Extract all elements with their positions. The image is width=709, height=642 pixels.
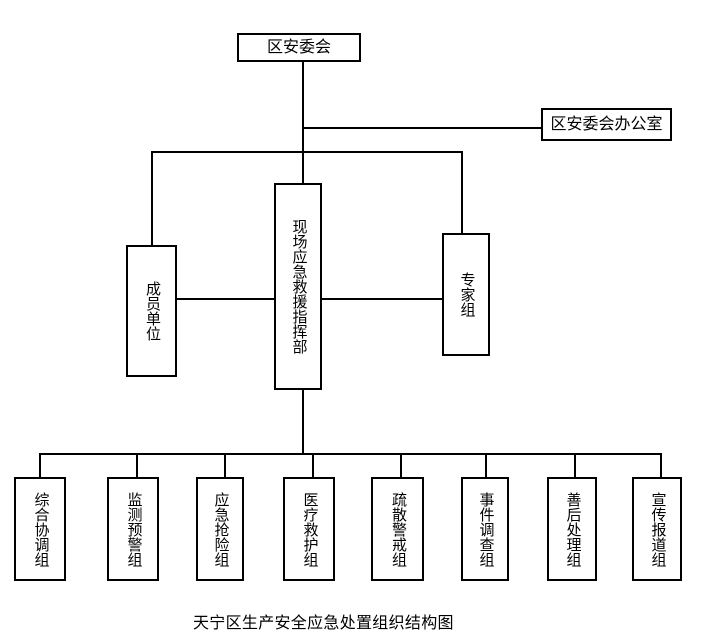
node-label: 专家组 bbox=[458, 272, 475, 317]
node-group-coordination: 综合协调组 bbox=[14, 477, 66, 581]
connector-group-stub bbox=[312, 453, 314, 478]
node-member-units: 成员单位 bbox=[126, 245, 177, 377]
node-district-safety-committee: 区安委会 bbox=[237, 33, 361, 62]
node-label: 应急抢险组 bbox=[212, 491, 229, 567]
node-label: 现场应急救援指挥部 bbox=[290, 219, 307, 354]
node-label: 宣传报道组 bbox=[649, 491, 666, 567]
node-label: 监测预警组 bbox=[125, 491, 142, 567]
node-label: 善后处理组 bbox=[564, 491, 581, 567]
connector-root-to-command bbox=[302, 61, 304, 183]
node-group-medical-aid: 医疗救护组 bbox=[283, 477, 335, 581]
node-group-aftermath-handling: 善后处理组 bbox=[547, 477, 597, 581]
node-label: 区安委会办公室 bbox=[550, 115, 663, 133]
node-committee-office: 区安委会办公室 bbox=[541, 108, 672, 141]
connector-group-stub bbox=[574, 453, 576, 478]
node-group-monitoring-warning: 监测预警组 bbox=[107, 477, 159, 581]
connector-members-to-command bbox=[176, 298, 275, 300]
connector-experts-stub bbox=[461, 151, 463, 234]
connector-members-stub bbox=[151, 151, 153, 246]
node-expert-group: 专家组 bbox=[442, 233, 490, 356]
connector-group-stub bbox=[485, 453, 487, 478]
node-group-evacuation-security: 疏散警戒组 bbox=[371, 477, 424, 581]
connector-group-stub bbox=[39, 453, 41, 478]
connector-group-stub bbox=[224, 453, 226, 478]
connector-group-stub bbox=[660, 453, 662, 478]
connector-group-stub bbox=[136, 453, 138, 478]
node-group-emergency-rescue: 应急抢险组 bbox=[196, 477, 244, 581]
node-label: 综合协调组 bbox=[32, 491, 49, 567]
node-label: 区安委会 bbox=[266, 38, 331, 56]
chart-caption: 天宁区生产安全应急处置组织结构图 bbox=[193, 615, 454, 632]
node-label: 成员单位 bbox=[144, 281, 160, 341]
connector-to-office bbox=[303, 127, 542, 129]
node-group-incident-investigation: 事件调查组 bbox=[461, 477, 509, 581]
node-label: 事件调查组 bbox=[477, 491, 494, 567]
connector-group-stub bbox=[400, 453, 402, 478]
node-group-publicity-reporting: 宣传报道组 bbox=[632, 477, 682, 581]
connector-crossbar bbox=[151, 151, 463, 153]
connector-groups-bus bbox=[39, 453, 662, 455]
node-label: 疏散警戒组 bbox=[390, 491, 406, 567]
connector-command-to-groups bbox=[302, 389, 304, 455]
node-onsite-rescue-command: 现场应急救援指挥部 bbox=[274, 183, 322, 390]
connector-command-to-experts bbox=[321, 298, 443, 300]
node-label: 医疗救护组 bbox=[301, 491, 318, 567]
